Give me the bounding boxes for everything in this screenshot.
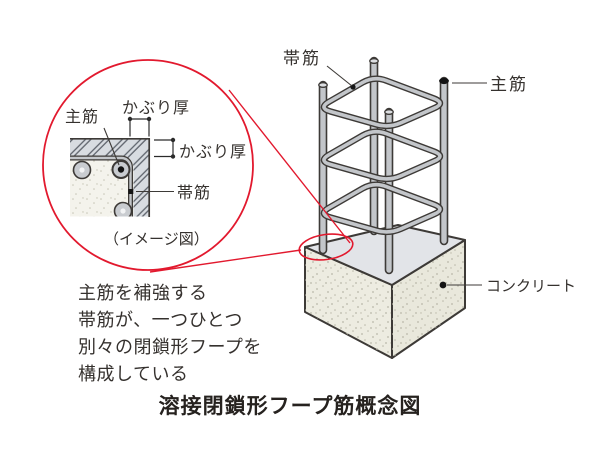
cage-hoop-label: 帯筋	[283, 49, 321, 68]
inset-main-bar-label: 主筋	[65, 108, 99, 126]
callout-line-upper	[228, 89, 351, 244]
description-line-1: 主筋を補強する	[78, 283, 208, 303]
description-line-4: 構成している	[78, 364, 188, 384]
hoop-rings	[320, 75, 444, 236]
cover-dim-top	[127, 116, 152, 137]
main-bar-leader-target	[439, 77, 449, 85]
callout-magnifier-circle	[42, 59, 254, 271]
rebar-cage	[318, 56, 449, 275]
concrete-label: コンクリート	[486, 278, 576, 295]
description-line-3: 別々の閉鎖形フープを	[78, 337, 262, 357]
main-bar-caps	[318, 58, 449, 115]
cage-labels: 帯筋 主筋 コンクリート	[283, 49, 576, 295]
main-bars	[318, 56, 449, 275]
inset-hoop-bar-core	[70, 156, 132, 217]
hoop-leader-line	[326, 65, 353, 87]
inset-annotations	[103, 116, 176, 194]
description-line-2: 帯筋が、一つひとつ	[78, 310, 243, 330]
magnifier-callout	[42, 59, 354, 273]
callout-line-lower	[149, 249, 302, 273]
concrete-leader-target	[439, 281, 447, 289]
inset-main-bars	[72, 160, 133, 217]
inset-image-note: （イメージ図）	[104, 231, 209, 248]
inset-cover-right-label: かぶり厚	[179, 144, 247, 161]
cover-dim-right	[154, 137, 176, 159]
inset-main-bar-leader-line	[103, 127, 120, 166]
inset-section	[70, 137, 151, 217]
description-block: 主筋を補強する 帯筋が、一つひとつ 別々の閉鎖形フープを 構成している	[78, 283, 262, 384]
inset-hoop-leader-target	[128, 189, 134, 194]
cover-band-hatch	[70, 138, 150, 217]
callout-focus-ellipse	[298, 233, 354, 261]
figure-caption: 溶接閉鎖形フープ筋概念図	[159, 394, 422, 418]
inset-labels: 主筋 かぶり厚 かぶり厚 帯筋 （イメージ図）	[65, 100, 247, 248]
cage-main-bar-label: 主筋	[490, 75, 528, 94]
inset-main-bar-leader-target	[117, 166, 125, 173]
concrete-left-face-stipple	[305, 247, 392, 358]
inset-hoop-label: 帯筋	[177, 184, 211, 202]
inset-cover-top-label: かぶり厚	[122, 100, 190, 117]
concrete-right-face-stipple	[392, 240, 465, 358]
